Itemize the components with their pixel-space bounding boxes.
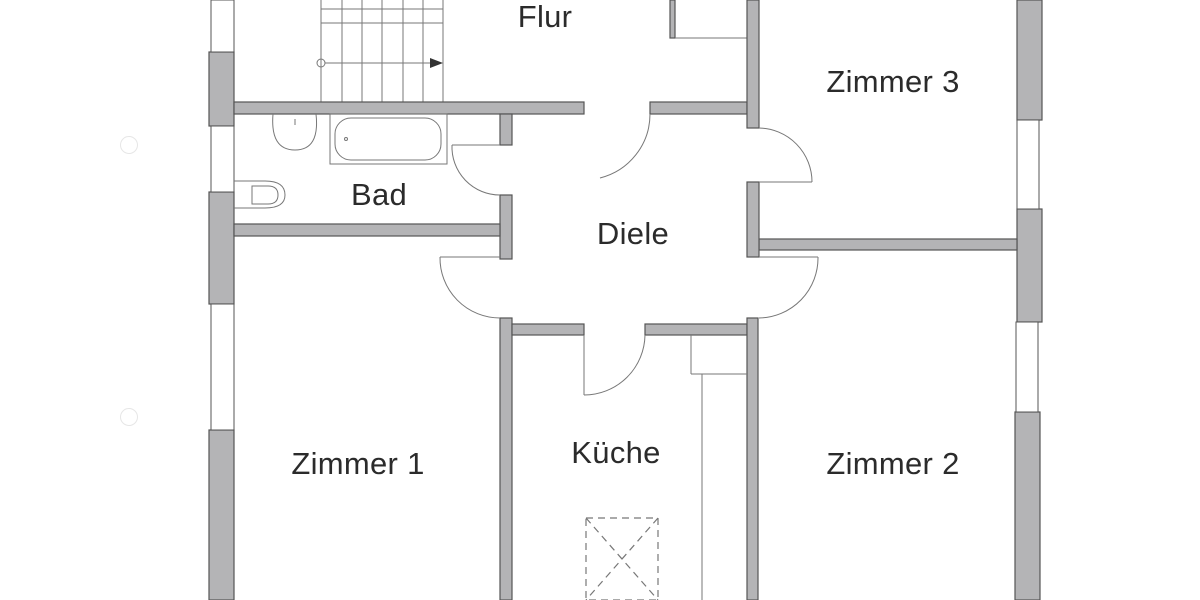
room-label-zimmer-3: Zimmer 3 [826,64,960,99]
outer-wall-left [208,0,235,600]
room-label-flur: Flur [517,0,573,34]
room-label-kueche: Küche [571,435,661,470]
room-label-zimmer-2: Zimmer 2 [826,446,960,481]
kitchen-fixtures [585,335,747,600]
room-label-bad: Bad [350,177,408,212]
outer-wall-right [1014,0,1043,600]
bathroom-fixtures [234,113,448,209]
room-label-diele: Diele [596,216,670,251]
punch-hole [120,136,138,154]
punch-hole [120,408,138,426]
flur-cupboard [669,0,747,39]
room-label-zimmer-1: Zimmer 1 [291,446,425,481]
interior-walls [233,0,1018,600]
staircase [316,0,444,102]
doors [439,113,819,396]
